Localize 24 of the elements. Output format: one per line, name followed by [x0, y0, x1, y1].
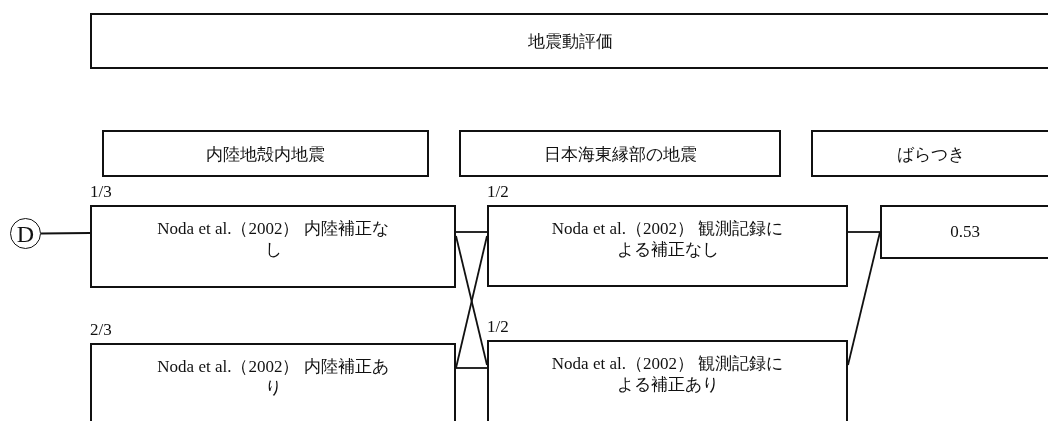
box-text: Noda et al.（2002） 観測記録による補正あり [550, 353, 785, 395]
circle-node [10, 218, 41, 249]
box-text: ばらつき [895, 144, 966, 165]
box-text: 0.53 [949, 221, 981, 242]
weight-label: 1/3 [90, 181, 112, 203]
connector-line [847, 231, 881, 233]
box-text: Noda et al.（2002） 内陸補正あり [156, 356, 390, 398]
connector-line [455, 367, 488, 369]
process-box [102, 130, 429, 177]
weight-label: 1/2 [487, 316, 509, 338]
box-text: Noda et al.（2002） 観測記録による補正なし [550, 218, 785, 260]
process-box [880, 205, 1048, 259]
process-box [90, 13, 1048, 69]
weight-label: 2/3 [90, 319, 112, 341]
connector-line [40, 232, 91, 235]
process-box [811, 130, 1048, 177]
process-box [459, 130, 781, 177]
node-letter: D [16, 221, 35, 246]
box-text: 内陸地殻内地震 [205, 144, 326, 165]
weight-label: 1/2 [487, 181, 509, 203]
connector-line [455, 231, 488, 233]
box-text: Noda et al.（2002） 内陸補正なし [156, 218, 390, 260]
box-text: 地震動評価 [526, 31, 614, 52]
box-text: 日本海東縁部の地震 [542, 144, 698, 165]
